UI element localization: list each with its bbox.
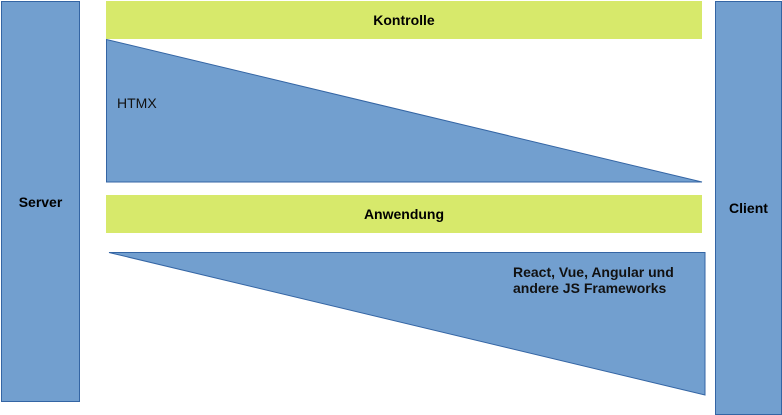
js-frameworks-triangle [108, 252, 706, 396]
server-label: Server [18, 193, 63, 210]
anwendung-bar: Anwendung [106, 195, 702, 233]
htmx-label: HTMX [117, 95, 157, 111]
htmx-triangle [106, 38, 703, 183]
client-box: Client [715, 1, 782, 415]
client-label: Client [729, 200, 768, 216]
js-frameworks-line2: andere JS Frameworks [513, 280, 667, 296]
js-frameworks-line1: React, Vue, Angular und [513, 264, 674, 280]
anwendung-label: Anwendung [363, 206, 445, 222]
kontrolle-bar: Kontrolle [106, 1, 702, 39]
kontrolle-label: Kontrolle [373, 12, 435, 28]
js-frameworks-label: React, Vue, Angular und andere JS Framew… [513, 264, 674, 296]
server-box: Server [1, 1, 80, 402]
